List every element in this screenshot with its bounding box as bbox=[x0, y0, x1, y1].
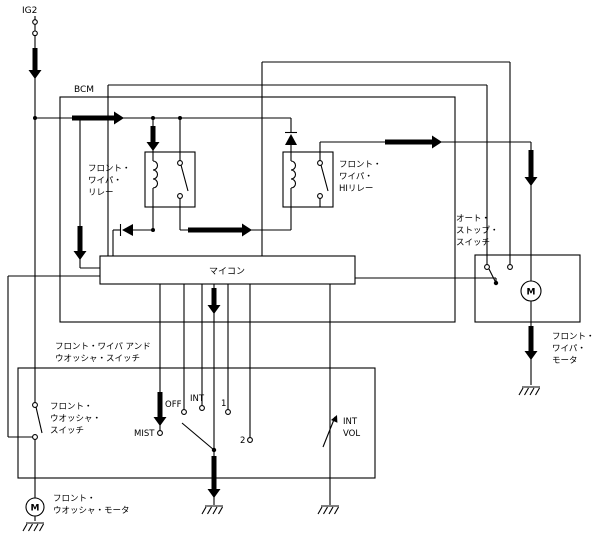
flow-arrow-icon bbox=[524, 326, 538, 360]
flow-arrow-icon bbox=[72, 111, 124, 125]
wiper-relay-box bbox=[144, 151, 196, 208]
micon-box bbox=[99, 255, 356, 285]
combination-switch-box bbox=[17, 367, 376, 479]
washer-motor-m-label: M bbox=[31, 504, 40, 514]
washer-motor-label-line: フロント・ bbox=[53, 494, 96, 504]
wiper-motor-label-line: モータ bbox=[552, 356, 578, 366]
combination-switch-label-line: フロント・ワイパ アンド bbox=[55, 342, 151, 352]
wiper-motor-label-line: ワイパ・ bbox=[552, 344, 586, 354]
switch-position-int-label: INT bbox=[190, 394, 205, 404]
wiper-relay-label-line: リレー bbox=[88, 188, 114, 198]
washer-motor-label-line: ウオッシャ・モータ bbox=[53, 506, 130, 516]
flow-arrow-icon bbox=[153, 392, 167, 426]
washer-switch-label-line: ウオッシャ・ bbox=[50, 414, 101, 424]
wiper-relay-coil-icon bbox=[152, 152, 159, 207]
ig2-label: IG2 bbox=[22, 6, 37, 16]
hi-relay-label-line: HIリレー bbox=[339, 184, 373, 194]
ground-icon bbox=[317, 505, 340, 515]
flow-arrow-icon bbox=[73, 226, 87, 260]
washer-switch-label-line: スイッチ bbox=[50, 426, 84, 436]
switch-position-2-label: 2 bbox=[240, 436, 245, 446]
auto-stop-switch-box bbox=[474, 254, 581, 323]
junction-dots bbox=[33, 116, 499, 453]
combination-switch-label-line: ウオッシャ・スイッチ bbox=[55, 354, 140, 364]
switch-position-1-label: 1 bbox=[221, 399, 226, 409]
contact-circles bbox=[32, 160, 513, 443]
wiper-relay-label-line: ワイパ・ bbox=[88, 176, 122, 186]
hi-relay-box bbox=[282, 151, 334, 208]
auto-stop-label-line: ストップ・ bbox=[456, 226, 499, 236]
wiring-lines bbox=[7, 16, 532, 521]
flow-arrow-icon bbox=[28, 48, 42, 79]
wiper-relay-label-line: フロント・ bbox=[88, 164, 131, 174]
diode-icon bbox=[285, 131, 297, 145]
switch-position-off-label: OFF bbox=[165, 400, 182, 410]
flow-arrow-icon bbox=[207, 288, 221, 314]
front-wiper-motor-icon: M bbox=[520, 280, 542, 302]
ground-icon bbox=[518, 386, 541, 396]
current-flow-arrows bbox=[28, 48, 538, 498]
switch-position-mist-label: MIST bbox=[134, 429, 155, 439]
front-washer-motor-icon: M bbox=[25, 497, 45, 517]
bcm-box bbox=[59, 96, 456, 323]
int-vol-label-line: VOL bbox=[343, 429, 360, 439]
variable-resistor-arrowhead-icon bbox=[331, 415, 338, 423]
hi-relay-label-line: フロント・ bbox=[339, 160, 382, 170]
hi-relay-contact-icon bbox=[319, 152, 329, 207]
flow-arrow-icon bbox=[146, 126, 160, 151]
hi-relay-coil-icon bbox=[290, 152, 297, 207]
ground-icon bbox=[201, 505, 224, 515]
fuse-connector-icon bbox=[32, 19, 38, 37]
wiper-motor-label-line: フロント・ bbox=[552, 332, 595, 342]
wiper-relay-contact-icon bbox=[179, 152, 189, 207]
flow-arrow-icon bbox=[188, 223, 252, 237]
flow-arrow-icon bbox=[207, 456, 221, 498]
micon-label: マイコン bbox=[209, 267, 245, 277]
int-vol-label-line: INT bbox=[343, 417, 358, 427]
washer-switch-label-line: フロント・ bbox=[50, 402, 93, 412]
flow-arrow-icon bbox=[524, 150, 538, 186]
flow-arrow-icon bbox=[385, 135, 442, 149]
ground-icon bbox=[22, 522, 45, 532]
auto-stop-label-line: スイッチ bbox=[456, 238, 490, 248]
auto-stop-label-line: オート・ bbox=[456, 214, 490, 224]
bcm-label: BCM bbox=[74, 85, 94, 95]
diode-icon bbox=[119, 224, 133, 236]
wiper-motor-m-label: M bbox=[527, 288, 536, 298]
hi-relay-label-line: ワイパ・ bbox=[339, 172, 373, 182]
